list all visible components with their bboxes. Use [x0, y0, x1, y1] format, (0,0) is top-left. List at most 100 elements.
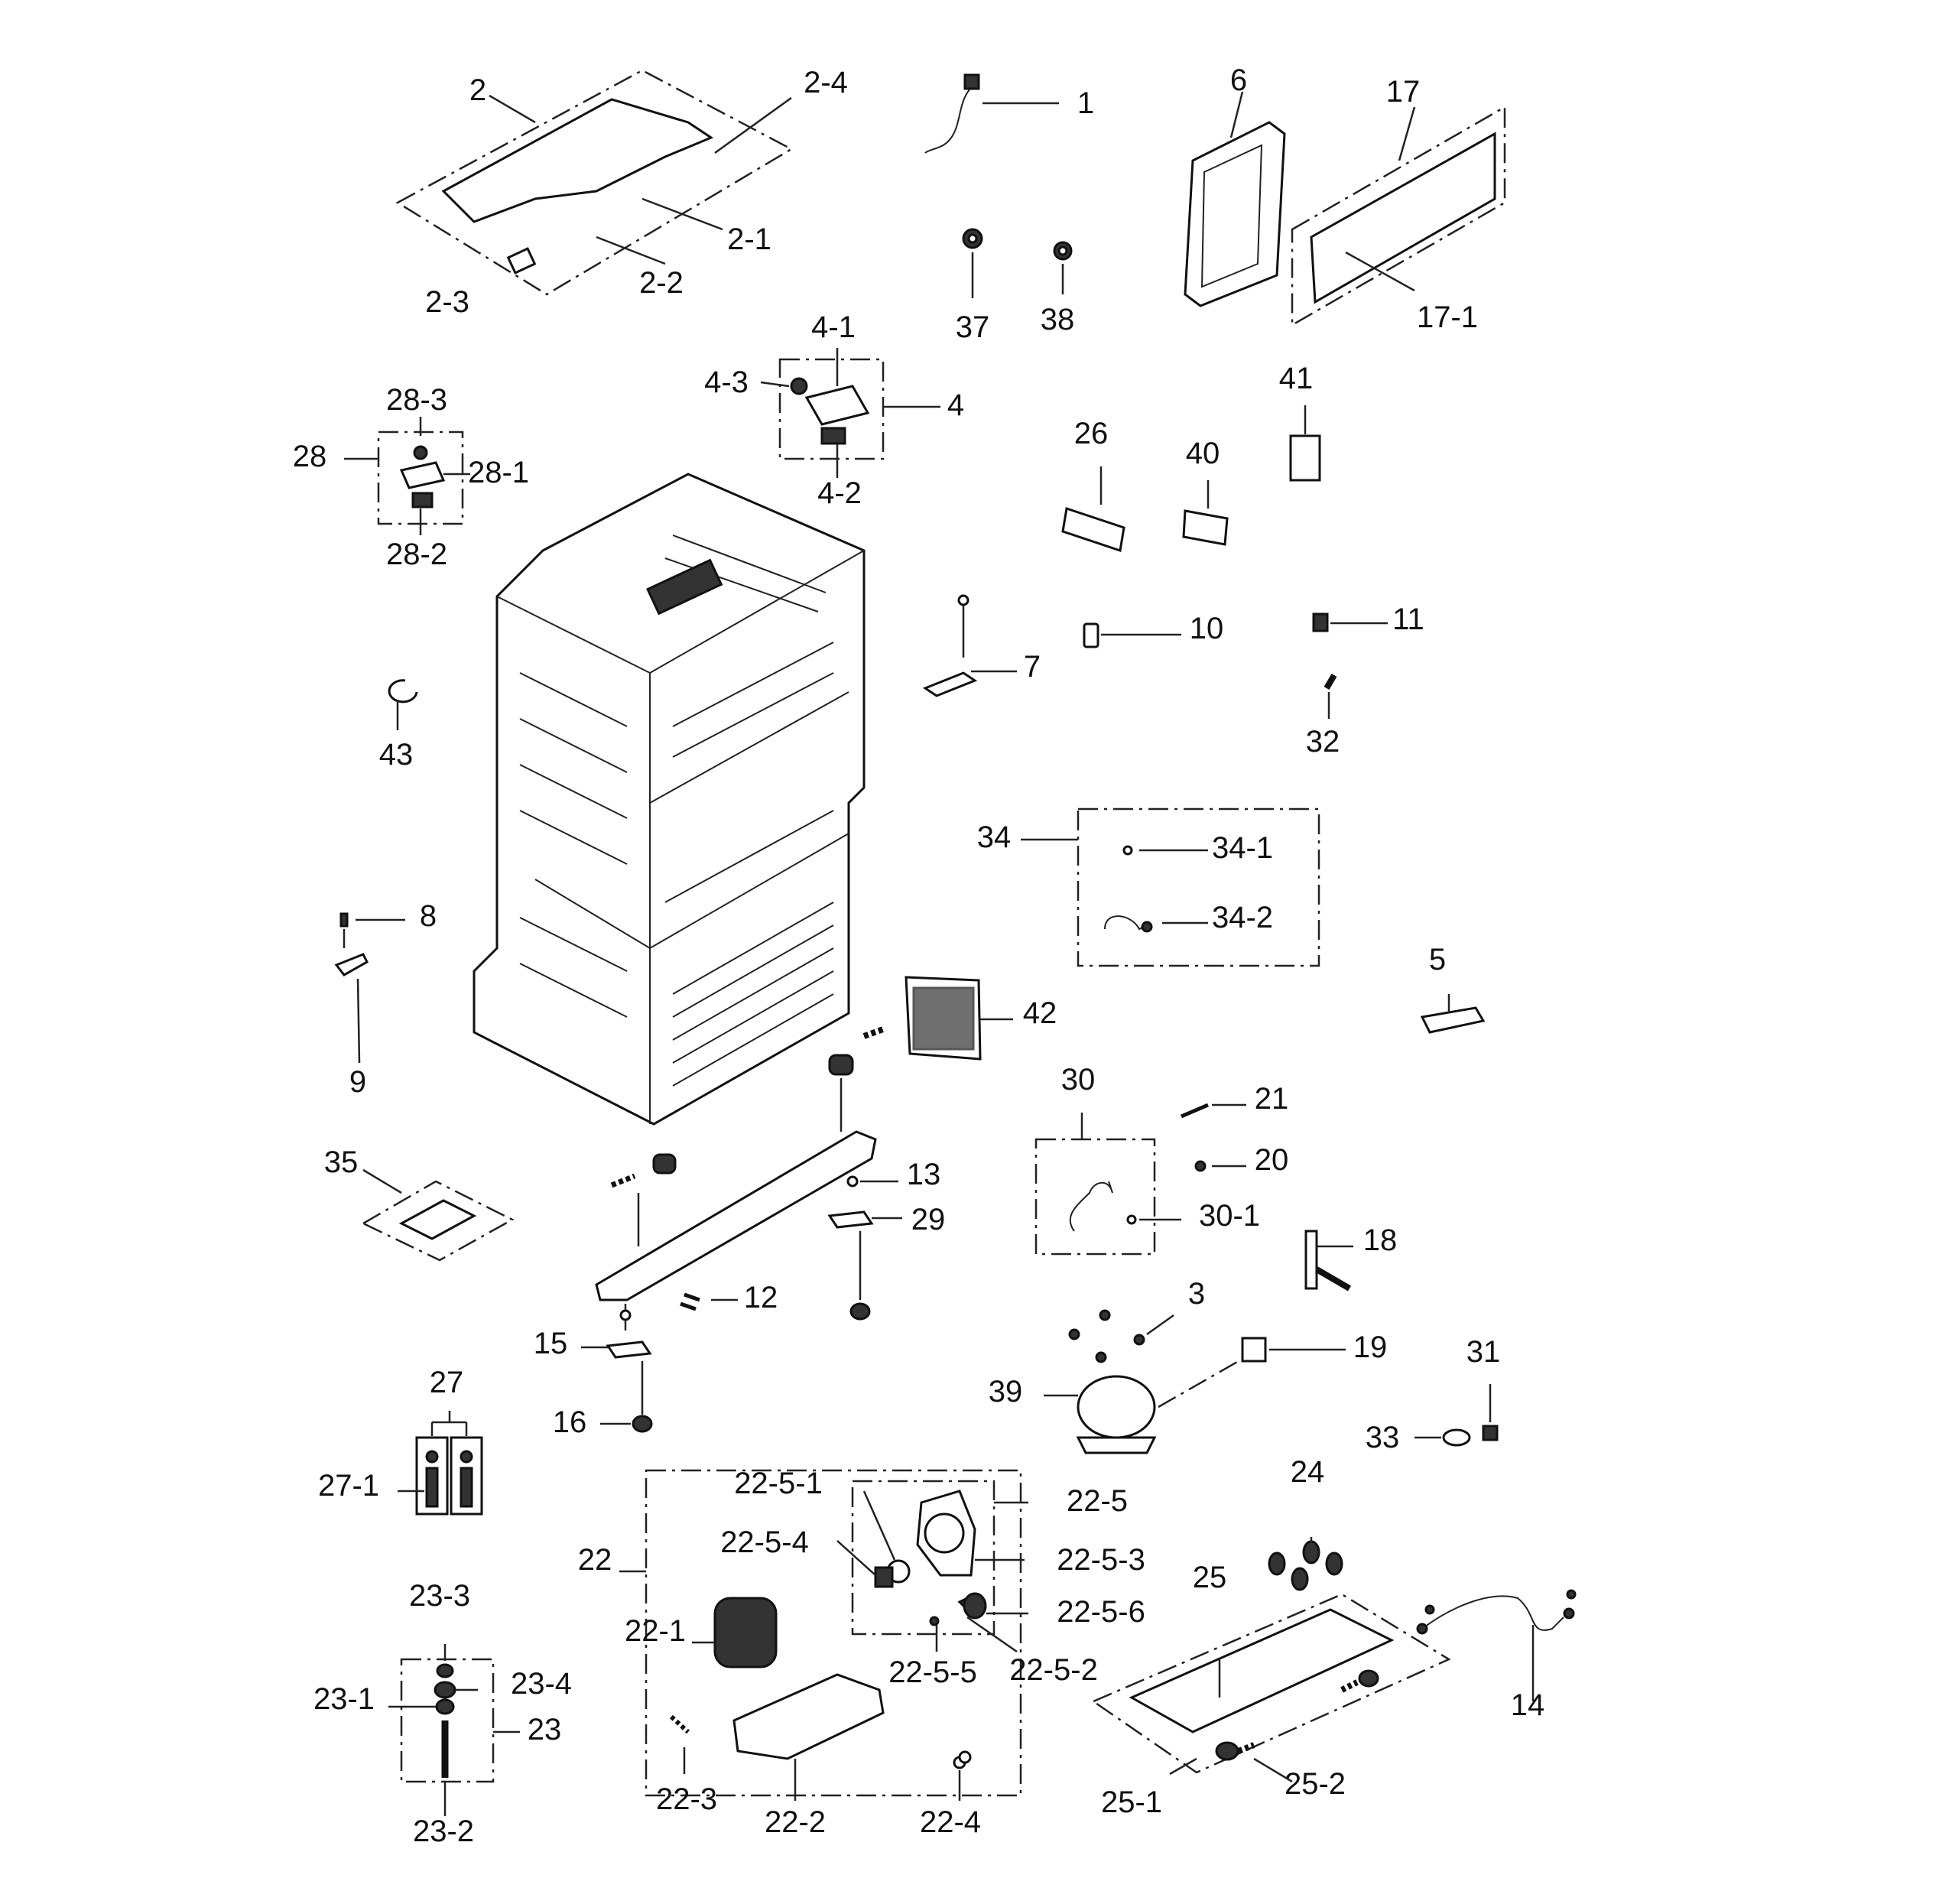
callout-label-27: 27 [429, 1366, 464, 1399]
callout-label-23: 23 [527, 1713, 562, 1746]
callout-label-19: 19 [1353, 1331, 1388, 1364]
part-42-cover [905, 976, 1013, 1061]
callout-label-40: 40 [1185, 437, 1220, 470]
callout-label-29: 29 [911, 1203, 946, 1236]
callout-label-2-3: 2-3 [425, 285, 469, 319]
part-20-21 [1181, 1103, 1246, 1172]
callout-label-16: 16 [552, 1405, 587, 1439]
callout-label-43: 43 [378, 738, 414, 772]
callout-label-34-1: 34-1 [1211, 831, 1274, 865]
callout-label-22-5-3: 22-5-3 [1057, 1543, 1145, 1577]
callout-label-27-1: 27-1 [317, 1469, 380, 1503]
main-cabinet [473, 473, 866, 1126]
callout-label-31: 31 [1466, 1335, 1501, 1369]
callout-label-24: 24 [1290, 1455, 1325, 1489]
callout-label-18: 18 [1363, 1223, 1398, 1257]
part-25-base-plate [1091, 1537, 1451, 1783]
callout-label-15: 15 [533, 1327, 568, 1360]
callout-label-37: 37 [955, 310, 990, 344]
callout-label-22-5-5: 22-5-5 [888, 1655, 977, 1689]
part-39-compressor [1044, 1309, 1346, 1454]
callout-label-3: 3 [1187, 1277, 1206, 1311]
part-18-tube [1304, 1230, 1353, 1292]
callout-label-32: 32 [1305, 725, 1340, 759]
callout-label-22-2: 22-2 [764, 1805, 827, 1839]
callout-label-23-2: 23-2 [412, 1815, 475, 1848]
part-37-38-bushings [962, 228, 1073, 298]
callout-label-26: 26 [1073, 417, 1109, 450]
part-2-cover-assembly [395, 69, 794, 296]
callout-label-22-4: 22-4 [919, 1805, 982, 1839]
callout-label-25: 25 [1192, 1561, 1227, 1594]
part-30-harness-group [1034, 1113, 1181, 1256]
callout-label-23-1: 23-1 [313, 1682, 375, 1716]
callout-label-28-3: 28-3 [385, 383, 448, 417]
part-22-machine-compartment [619, 1469, 1028, 1801]
callout-label-30: 30 [1060, 1063, 1096, 1097]
callout-label-39: 39 [988, 1375, 1023, 1409]
part-4-hinge-assembly [760, 348, 940, 478]
callout-label-28-1: 28-1 [467, 456, 530, 489]
part-41-pcb [1289, 405, 1321, 482]
part-1-cable [924, 73, 1059, 154]
callout-label-42: 42 [1022, 996, 1057, 1030]
part-28-hinge-assembly [344, 417, 470, 535]
callout-label-17: 17 [1385, 75, 1421, 109]
part-13-29-leg [827, 1175, 902, 1321]
callout-label-35: 35 [323, 1145, 359, 1179]
part-7-bracket [922, 594, 1017, 697]
callout-label-34-2: 34-2 [1211, 901, 1274, 934]
part-15-16-leg [581, 1304, 653, 1433]
callout-label-7: 7 [1023, 650, 1041, 684]
callout-label-5: 5 [1428, 943, 1447, 976]
callout-label-22-5-2: 22-5-2 [1009, 1653, 1098, 1687]
part-43-clip [388, 679, 418, 730]
part-11-sensor [1312, 612, 1388, 632]
callout-label-20: 20 [1254, 1143, 1289, 1177]
callout-label-11: 11 [1392, 603, 1424, 636]
callout-label-1: 1 [1077, 86, 1095, 120]
callout-label-6: 6 [1229, 63, 1248, 97]
callout-label-22-1: 22-1 [624, 1614, 687, 1648]
callout-label-2-1: 2-1 [727, 223, 771, 256]
callout-label-28: 28 [292, 440, 327, 473]
callout-label-17-1: 17-1 [1416, 301, 1479, 334]
callout-label-28-2: 28-2 [385, 538, 448, 571]
callout-label-22-5-6: 22-5-6 [1057, 1595, 1145, 1629]
part-14-cord [1416, 1589, 1577, 1701]
part-26-pcb [1061, 466, 1125, 552]
base-frame-assembly [595, 1025, 887, 1301]
part-5-heater [1420, 994, 1486, 1034]
callout-label-13: 13 [906, 1158, 941, 1191]
part-35-cover [361, 1168, 515, 1262]
part-17-rear-panel [1291, 105, 1506, 327]
callout-label-38: 38 [1040, 303, 1075, 336]
callout-label-2-4: 2-4 [804, 66, 848, 99]
callout-label-23-4: 23-4 [510, 1667, 573, 1701]
callout-label-30-1: 30-1 [1198, 1199, 1261, 1233]
callout-label-22-5-4: 22-5-4 [720, 1525, 809, 1559]
part-31-33 [1414, 1384, 1499, 1447]
part-6-panel [1184, 91, 1286, 307]
callout-label-23-3: 23-3 [408, 1579, 471, 1613]
callout-label-2-2: 2-2 [639, 266, 684, 300]
part-34-harness-group [1021, 807, 1320, 967]
callout-label-33: 33 [1365, 1421, 1400, 1454]
part-8-9-bracket [334, 912, 405, 1064]
part-40-pcb [1182, 480, 1229, 546]
callout-label-21: 21 [1254, 1082, 1289, 1116]
callout-label-25-2: 25-2 [1284, 1767, 1346, 1801]
callout-label-34: 34 [976, 820, 1012, 854]
part-23-drain-group [388, 1644, 520, 1816]
callout-label-22-3: 22-3 [655, 1782, 718, 1816]
callout-label-2: 2 [469, 73, 487, 107]
callout-label-9: 9 [349, 1065, 367, 1099]
part-32-sensor [1324, 673, 1337, 719]
callout-label-4-2: 4-2 [817, 476, 862, 510]
part-12-screws [680, 1292, 738, 1311]
callout-label-22-5-1: 22-5-1 [734, 1467, 823, 1500]
callout-label-10: 10 [1189, 612, 1224, 645]
callout-label-22: 22 [577, 1543, 612, 1577]
